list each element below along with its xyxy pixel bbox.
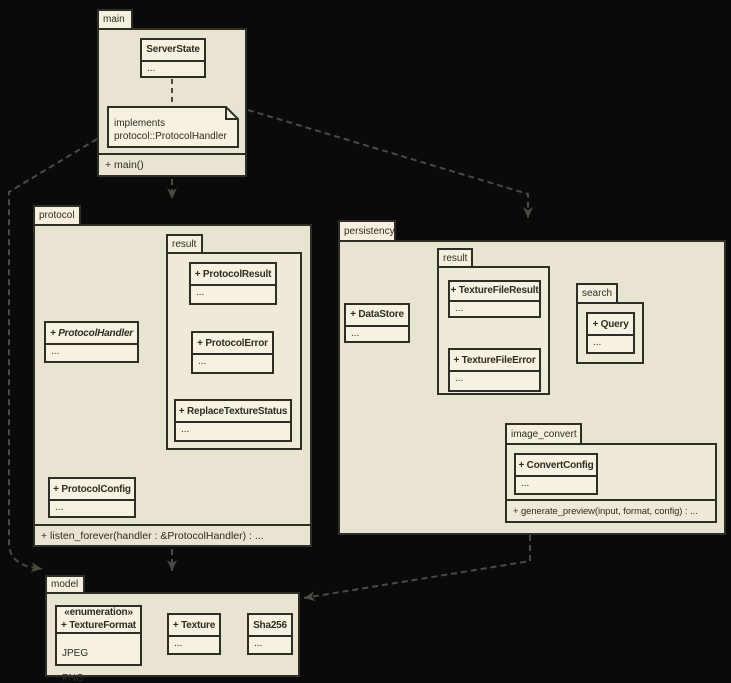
class-query-name: + Query — [592, 318, 629, 330]
class-convert-config: + ConvertConfig ... — [514, 453, 598, 495]
class-protocol-error-attrs: ... — [193, 353, 272, 372]
class-texture-format-name: «enumeration» + TextureFormat — [57, 607, 140, 632]
package-protocol-result-tab: result — [166, 234, 203, 254]
class-texture-file-result-attrs: ... — [450, 299, 539, 317]
note-implements: implements protocol::ProtocolHandler — [114, 117, 234, 143]
class-texture-file-result-name: + TextureFileResult — [450, 285, 539, 297]
class-data-store: + DataStore ... — [344, 303, 410, 343]
class-query-attrs: ... — [588, 334, 633, 352]
class-protocol-result-name: + ProtocolResult — [194, 268, 272, 280]
class-texture-file-error-attrs: ... — [450, 370, 539, 390]
note-line-1: implements — [114, 118, 166, 129]
note-fold-icon — [225, 107, 238, 120]
class-server-state-name: ServerState — [146, 44, 200, 56]
class-protocol-config-attrs: ... — [50, 499, 134, 516]
class-texture: + Texture ... — [167, 613, 221, 655]
package-protocol-tab: protocol — [33, 205, 81, 226]
class-data-store-name: + DataStore — [350, 309, 404, 321]
package-main-tab: main — [97, 9, 133, 30]
class-replace-texture-status: + ReplaceTextureStatus ... — [174, 399, 292, 442]
package-persistency-tab: persistency — [338, 220, 396, 242]
class-query: + Query ... — [586, 312, 635, 354]
class-protocol-error: + ProtocolError ... — [191, 331, 274, 374]
class-protocol-handler-attrs: ... — [46, 343, 137, 361]
note-shape — [107, 106, 239, 148]
class-server-state-attrs: ... — [142, 59, 204, 77]
edge-persistency-to-model — [303, 535, 531, 602]
class-protocol-handler-name: + ProtocolHandler — [49, 327, 133, 339]
package-image-convert-operations: + generate_preview(input, format, config… — [507, 499, 715, 521]
class-texture-file-error-name: + TextureFileError — [453, 354, 536, 366]
package-main-operations: + main() — [99, 153, 245, 175]
class-convert-config-name: + ConvertConfig — [518, 459, 594, 471]
class-replace-texture-status-name: + ReplaceTextureStatus — [178, 405, 288, 417]
package-model-tab: model — [45, 575, 85, 594]
class-texture-file-error: + TextureFileError ... — [448, 348, 541, 392]
class-texture-attrs: ... — [169, 635, 219, 653]
class-convert-config-attrs: ... — [516, 475, 596, 493]
edge-main-to-persistency — [247, 109, 533, 218]
class-sha256-name: Sha256 — [253, 619, 287, 631]
package-protocol-result-label: result — [172, 238, 197, 250]
class-protocol-handler: + ProtocolHandler ... — [44, 321, 139, 363]
class-protocol-config-name: + ProtocolConfig — [53, 483, 131, 495]
enum-value-png: PNG — [62, 672, 84, 683]
class-protocol-result: + ProtocolResult ... — [189, 262, 277, 305]
package-model-label: model — [51, 579, 79, 590]
class-protocol-result-attrs: ... — [191, 284, 275, 303]
class-server-state: ServerState ... — [140, 38, 206, 78]
class-sha256: Sha256 ... — [247, 613, 293, 655]
class-texture-format-title: + TextureFormat — [61, 619, 136, 631]
class-protocol-config: + ProtocolConfig ... — [48, 477, 136, 518]
package-protocol-label: protocol — [39, 210, 75, 221]
note-line-2: protocol::ProtocolHandler — [114, 131, 227, 142]
package-persistency-result-label: result — [443, 252, 468, 264]
package-protocol-operations: + listen_forever(handler : &ProtocolHand… — [35, 524, 310, 545]
class-texture-file-result: + TextureFileResult ... — [448, 280, 541, 318]
package-persistency-result-tab: result — [437, 248, 473, 268]
class-data-store-attrs: ... — [346, 324, 408, 342]
class-texture-format-values: JPEG PNG — [57, 632, 140, 683]
package-persistency-label: persistency — [344, 225, 395, 237]
class-protocol-error-name: + ProtocolError — [197, 337, 268, 349]
class-texture-name: + Texture — [172, 619, 216, 631]
package-image-convert-label: image_convert — [511, 428, 577, 440]
enum-value-jpeg: JPEG — [62, 647, 89, 659]
class-texture-format-stereotype: «enumeration» — [64, 607, 133, 618]
package-search-tab: search — [576, 283, 618, 304]
class-sha256-attrs: ... — [249, 635, 291, 653]
class-texture-format: «enumeration» + TextureFormat JPEG PNG — [55, 605, 142, 683]
class-replace-texture-status-attrs: ... — [176, 421, 290, 440]
package-search-label: search — [582, 288, 613, 299]
package-image-convert-tab: image_convert — [505, 423, 582, 445]
package-main-label: main — [103, 14, 125, 25]
